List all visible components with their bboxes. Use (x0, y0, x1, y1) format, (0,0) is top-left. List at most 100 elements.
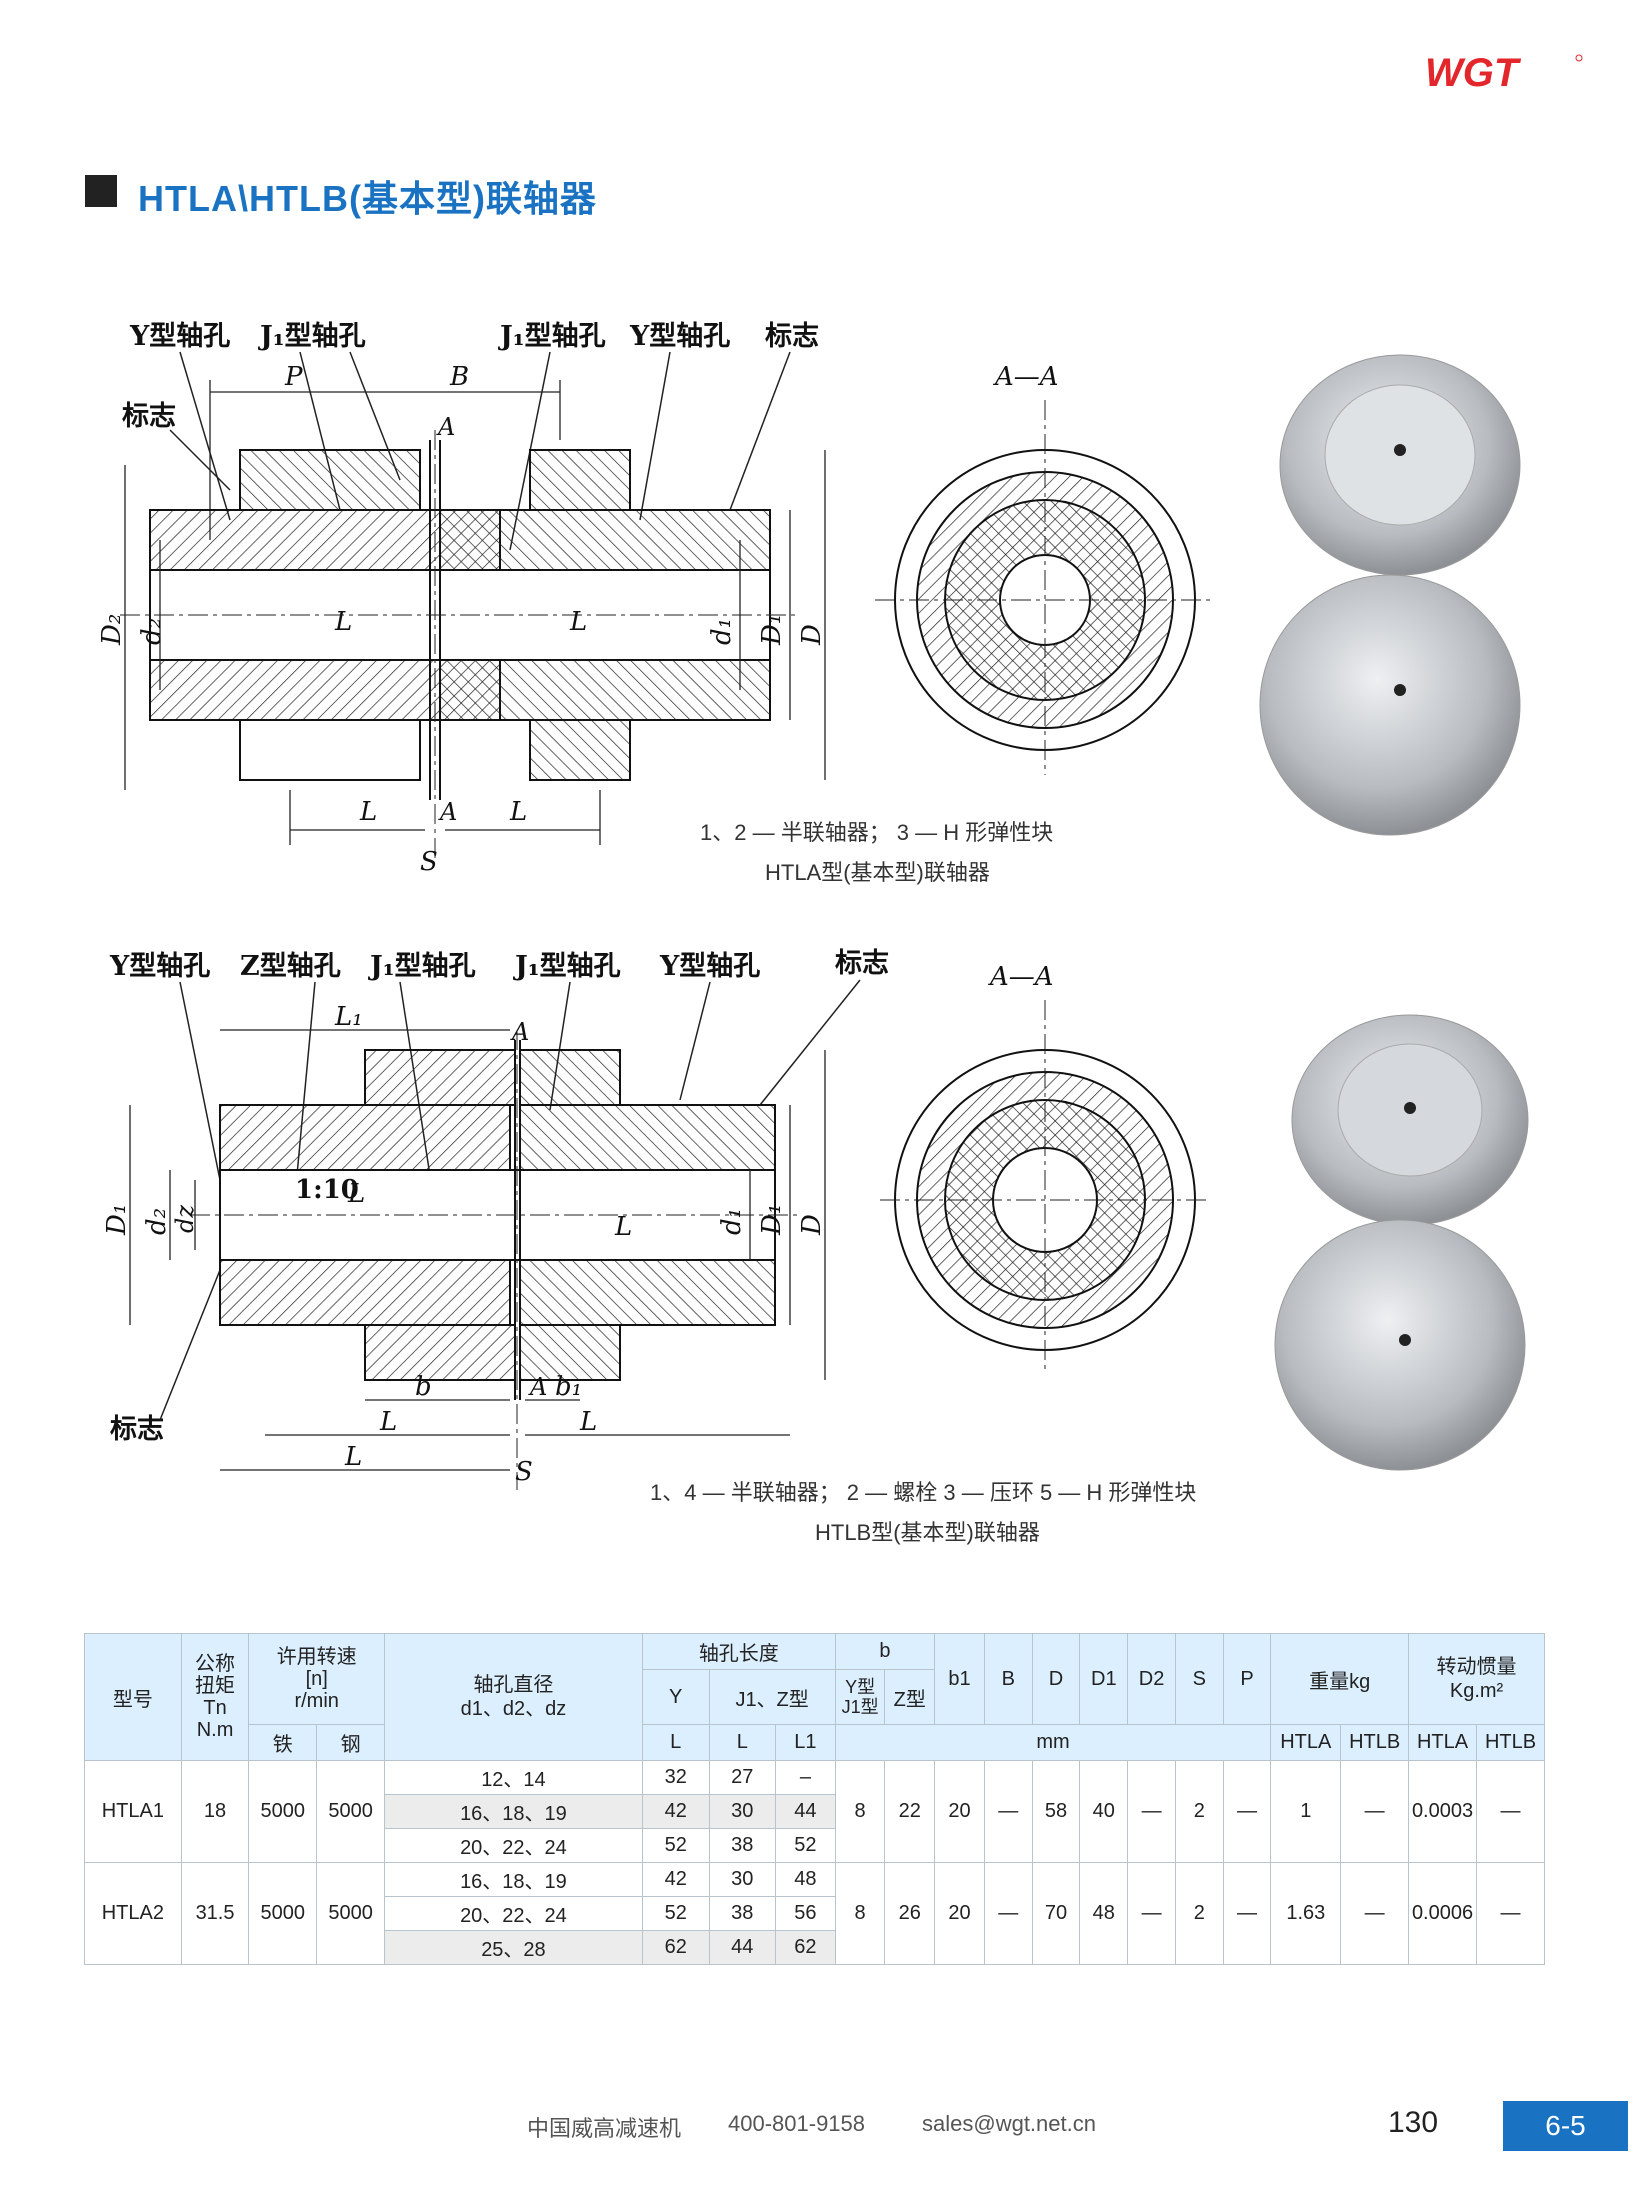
cell-j1z: 44 (708, 1930, 777, 1965)
cell-w-a: 1.63 (1270, 1862, 1342, 1965)
cell-j1z: 30 (708, 1794, 777, 1829)
htlb-caption-2: HTLB型(基本型)联轴器 (815, 1520, 1040, 1545)
th-mm: mm (834, 1724, 1272, 1761)
label-section: A—A (988, 962, 1054, 992)
cell-model: HTLA1 (84, 1760, 182, 1863)
cell-P: — (1222, 1760, 1272, 1863)
th-weight: 重量kg (1270, 1633, 1410, 1725)
cell-bore: 16、18、19 (383, 1794, 643, 1829)
th-len-y: Y (641, 1669, 710, 1725)
cell-j1z: 27 (708, 1760, 777, 1795)
label-d1-lower: d₁ (717, 1208, 747, 1235)
th-B: B (983, 1633, 1033, 1725)
cell-l1: 56 (775, 1896, 836, 1931)
cell-S: 2 (1174, 1760, 1224, 1863)
cell-D1: 48 (1079, 1862, 1129, 1965)
label-l-mid-left: L (379, 1407, 397, 1437)
cell-D2: — (1127, 1760, 1176, 1863)
cell-y: 42 (641, 1862, 710, 1897)
cell-bore: 12、14 (383, 1760, 643, 1795)
htlb-product-photo (1274, 1014, 1529, 1471)
th-len-l2: L (708, 1724, 777, 1761)
htla-product-photo (1259, 354, 1521, 836)
spec-table: 型号 公称 扭矩 Tn N.m 许用转速 [n] r/min 轴孔直径 d1、d… (84, 1633, 1545, 1965)
label-l-mid-right: L (579, 1407, 597, 1437)
th-D1: D1 (1079, 1633, 1129, 1725)
footer-phone: 400-801-9158 (728, 2111, 866, 2136)
label-a-top: A (510, 1018, 529, 1046)
registered-icon (1575, 54, 1583, 62)
th-i-htla: HTLA (1408, 1724, 1477, 1761)
title-square-icon (85, 175, 117, 207)
cell-y: 42 (641, 1794, 710, 1829)
cell-bore: 20、22、24 (383, 1828, 643, 1863)
cell-b-z: 26 (884, 1862, 936, 1965)
th-b-y: Y型 J1型 (834, 1669, 886, 1725)
th-speed: 许用转速 [n] r/min (248, 1633, 385, 1725)
cell-w-b: — (1340, 1862, 1410, 1965)
table-row: 25、28 62 44 62 (85, 1930, 1545, 1965)
cell-D: 58 (1031, 1760, 1081, 1863)
label-dz: dz (171, 1205, 199, 1233)
label-d: D (797, 1214, 827, 1236)
cell-iron: 5000 (248, 1760, 318, 1863)
cell-P: — (1222, 1862, 1272, 1965)
label-d2: d₂ (142, 1208, 172, 1235)
cell-D: 70 (1031, 1862, 1081, 1965)
footer-company: 中国威高减速机 (527, 2116, 682, 2141)
th-len-j1z: J1、Z型 (708, 1669, 836, 1725)
label-taper: 1:10 (295, 1175, 359, 1205)
cell-y: 52 (641, 1828, 710, 1863)
cell-D1: 40 (1079, 1760, 1129, 1863)
label-mark-bottom: 标志 (110, 1414, 164, 1445)
cell-l1: – (775, 1760, 836, 1795)
label-y-hole-left: Y型轴孔 (109, 951, 210, 982)
label-j1-hole-left: J₁型轴孔 (258, 321, 366, 352)
label-y-hole-left: Y型轴孔 (129, 321, 230, 352)
label-a-bottom: A (528, 1373, 547, 1401)
label-l-in-left: L (334, 607, 352, 637)
label-l-in-right: L (569, 607, 587, 637)
th-D2: D2 (1127, 1633, 1176, 1725)
table-row: 20、22、24 52 38 52 (85, 1828, 1545, 1863)
th-b: b (834, 1633, 936, 1670)
logo-text: WGT (1425, 51, 1522, 94)
th-w-htlb: HTLB (1340, 1724, 1410, 1761)
label-b1: b₁ (555, 1372, 582, 1402)
th-bore: 轴孔直径 d1、d2、dz (383, 1633, 643, 1761)
wgt-logo: WGT (1425, 51, 1583, 94)
th-D: D (1031, 1633, 1081, 1725)
th-speed-steel: 钢 (316, 1724, 385, 1761)
th-length: 轴孔长度 (641, 1633, 836, 1670)
cell-bore: 16、18、19 (383, 1862, 643, 1897)
page-title: HTLA\HTLB(基本型)联轴器 (138, 178, 597, 219)
cell-b-y: 8 (834, 1862, 886, 1965)
htla-caption-1: 1、2 — 半联轴器； 3 — H 形弹性块 (700, 820, 1054, 845)
cell-torque: 31.5 (180, 1862, 250, 1965)
cell-y: 52 (641, 1896, 710, 1931)
cell-i-b: — (1476, 1862, 1545, 1965)
footer-email[interactable]: sales@wgt.net.cn (922, 2111, 1096, 2136)
label-d1-upper: D₁ (757, 614, 787, 646)
cell-j1z: 38 (708, 1828, 777, 1863)
label-y-hole-right: Y型轴孔 (629, 321, 730, 352)
cell-i-b: — (1476, 1760, 1545, 1863)
label-d1-upper-right: D₁ (757, 1204, 787, 1236)
label-y-hole-right: Y型轴孔 (659, 951, 760, 982)
label-mark-top: 标志 (835, 948, 889, 979)
table-row: 20、22、24 52 38 56 (85, 1896, 1545, 1931)
cell-y: 32 (641, 1760, 710, 1795)
label-d1-upper-left: D₁ (102, 1204, 132, 1236)
htlb-drawing: Y型轴孔 Z型轴孔 J₁型轴孔 J₁型轴孔 Y型轴孔 标志 标志 L₁ A (102, 948, 1210, 1490)
cell-l1: 44 (775, 1794, 836, 1829)
cell-l1: 52 (775, 1828, 836, 1863)
cell-w-a: 1 (1270, 1760, 1342, 1863)
label-z-hole: Z型轴孔 (240, 951, 341, 982)
cell-D2: — (1127, 1862, 1176, 1965)
th-S: S (1174, 1633, 1224, 1725)
cell-torque: 18 (180, 1760, 250, 1863)
th-torque: 公称 扭矩 Tn N.m (180, 1633, 250, 1761)
label-l-out-left: L (359, 797, 377, 827)
label-mark-top: 标志 (765, 321, 819, 352)
cell-bore: 25、28 (383, 1930, 643, 1965)
